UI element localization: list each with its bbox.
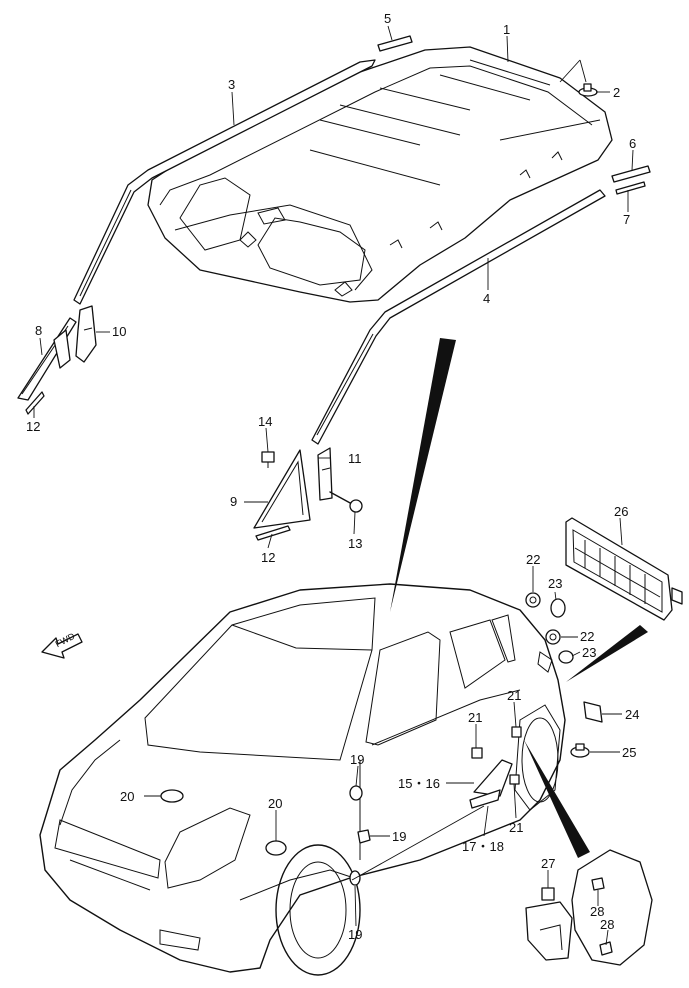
callout-19a: 19: [350, 752, 365, 767]
part-13-screw: [329, 491, 363, 513]
callout-20b: 20: [268, 796, 283, 811]
headliner-part: [147, 46, 613, 303]
callout-27: 27: [541, 856, 556, 871]
callout-8: 8: [35, 323, 43, 338]
callout-20a: 20: [120, 789, 135, 804]
callout-12a: 12: [26, 419, 41, 434]
forward-direction-arrow: [41, 633, 83, 659]
part-14-clip: [261, 451, 275, 468]
part-21a-clip: [471, 747, 483, 759]
callout-23b: 23: [582, 645, 597, 660]
part-23-seal: [550, 598, 566, 618]
pointer-arrow-vent: [566, 625, 648, 682]
pointer-arrow-fuel-lid: [524, 740, 590, 858]
part-20a-plug: [160, 789, 184, 803]
pointer-arrow-roof: [390, 338, 456, 612]
part-19b-clip: [357, 829, 371, 844]
part-6-strip: [611, 165, 651, 183]
part-25-clip: [570, 743, 590, 758]
callout-4: 4: [483, 291, 491, 306]
callout-9: 9: [230, 494, 238, 509]
callout-22b: 22: [580, 629, 595, 644]
callout-1: 1: [503, 22, 511, 37]
callout-13: 13: [348, 536, 363, 551]
pillar-trim-right-group: [253, 447, 363, 541]
part-22-grommet: [525, 592, 541, 608]
part-7-strip: [615, 181, 646, 195]
callout-26: 26: [614, 504, 629, 519]
callout-28b: 28: [600, 917, 615, 932]
part-20b-plug: [265, 840, 287, 856]
part-26-air-vent: [565, 517, 683, 621]
roof-rail-garnish-right: [311, 189, 606, 445]
roof-rail-garnish-left: [73, 59, 376, 305]
part-19a-clip: [349, 785, 363, 801]
callout-25: 25: [622, 745, 637, 760]
callout-11: 11: [348, 451, 362, 466]
part-27-clip: [541, 887, 555, 901]
part-17-18-garnish: [469, 789, 501, 809]
part-15-16-garnish: [473, 759, 513, 797]
fuel-lid-assembly: [525, 849, 653, 966]
part-22b-grommet: [545, 629, 561, 645]
callout-21c: 21: [509, 820, 524, 835]
callout-28a: 28: [590, 904, 605, 919]
callout-24: 24: [625, 707, 640, 722]
part-23b-seal: [558, 650, 574, 664]
callout-19c: 19: [348, 927, 363, 942]
callout-21b: 21: [507, 688, 522, 703]
callout-5: 5: [384, 11, 392, 26]
callout-14: 14: [258, 414, 273, 429]
callout-21a: 21: [468, 710, 483, 725]
callout-3: 3: [228, 77, 236, 92]
part-21b-clip: [511, 726, 522, 738]
part-24-pad: [583, 701, 603, 723]
part-21c-clip: [509, 774, 520, 785]
leader-lines: [33, 25, 634, 946]
part-28a-clip: [591, 877, 605, 891]
part-5-clip: [377, 35, 413, 52]
callout-23a: 23: [548, 576, 563, 591]
callout-19b: 19: [392, 829, 407, 844]
callout-22a: 22: [526, 552, 541, 567]
part-2-fastener: [578, 83, 598, 97]
callout-10: 10: [112, 324, 127, 339]
pillar-trim-left-group: [17, 305, 97, 415]
callout-6: 6: [629, 136, 637, 151]
callout-15-16: 15・16: [398, 776, 440, 791]
callout-17-18: 17・18: [462, 839, 504, 854]
callout-7: 7: [623, 212, 631, 227]
vehicle-body: [39, 583, 566, 976]
callout-2: 2: [613, 85, 621, 100]
callout-12b: 12: [261, 550, 276, 565]
